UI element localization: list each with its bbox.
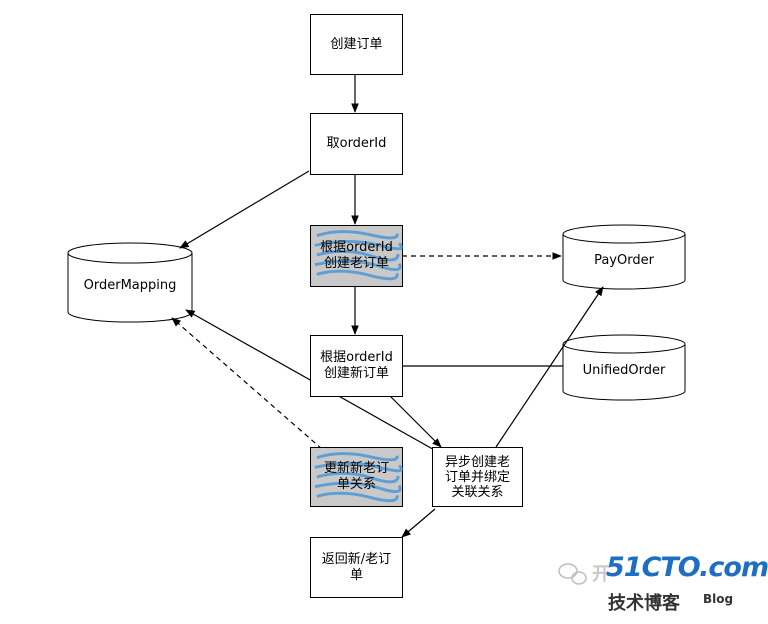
node-create-order-label: 创建订单	[330, 36, 383, 52]
node-update-relation-label: 更新新老订 单关系	[323, 461, 389, 492]
node-return-orders: 返回新/老订 单	[310, 537, 403, 598]
node-create-new-order-label: 根据orderId 创建新订单	[320, 350, 393, 381]
watermark-faded-char: 开	[592, 564, 610, 585]
edge-new-to-async	[389, 395, 442, 448]
pay-order-db-shape	[562, 224, 686, 290]
watermark-blog: Blog	[703, 592, 734, 606]
node-async-create-old: 异步创建老 订单并绑定 关联关系	[432, 447, 523, 507]
node-create-new-order: 根据orderId 创建新订单	[310, 335, 403, 397]
db-unified-order: UnifiedOrder	[563, 353, 685, 387]
node-create-old-order-label: 根据orderId 创建老订单	[320, 240, 393, 271]
edge-async-to-return	[401, 508, 436, 538]
unified-order-db-shape	[562, 334, 686, 401]
node-return-orders-label: 返回新/老订 单	[321, 551, 392, 583]
node-update-relation: 更新新老订 单关系	[310, 447, 403, 507]
db-unified-order-label: UnifiedOrder	[582, 362, 666, 378]
dashed-edges	[171, 252, 562, 450]
node-create-old-order: 根据orderId 创建老订单	[310, 225, 403, 287]
edge-update-to-mapping	[171, 317, 323, 450]
db-pay-order-label: PayOrder	[594, 252, 654, 268]
db-order-mapping: OrderMapping	[68, 265, 192, 305]
node-async-create-old-label: 异步创建老 订单并绑定 关联关系	[444, 454, 510, 500]
node-get-order-id: 取orderId	[310, 113, 403, 175]
wechat-icon	[558, 563, 587, 585]
order-mapping-db-shape	[67, 242, 193, 323]
node-create-order: 创建订单	[310, 14, 403, 75]
db-order-mapping-label: OrderMapping	[83, 277, 177, 293]
edge-async-to-payorder	[495, 286, 604, 448]
watermark-sub: 技术博客	[608, 593, 680, 614]
db-pay-order: PayOrder	[563, 243, 685, 277]
node-get-order-id-label: 取orderId	[326, 136, 387, 151]
watermark-brand: 51CTO.com	[606, 552, 768, 583]
edge-getid-to-mapping	[179, 170, 310, 249]
flow-diagram	[67, 74, 686, 585]
